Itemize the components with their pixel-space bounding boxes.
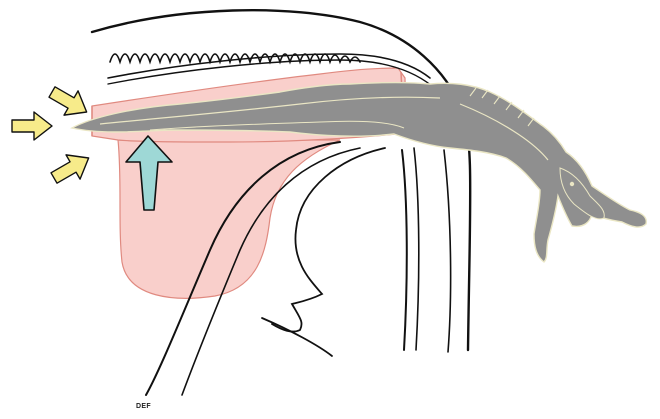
vertical-line-2 [414,148,419,350]
yellow-arrow-icon-middle [12,112,52,140]
horse-eye [570,182,574,186]
yellow-arrows [12,80,96,190]
yellow-arrow-icon-top [45,80,94,124]
vertical-line-1 [402,150,407,350]
vertical-line-3 [444,150,451,352]
yellow-arrow-icon-bottom [47,146,96,190]
artist-signature: DEF [136,403,151,410]
